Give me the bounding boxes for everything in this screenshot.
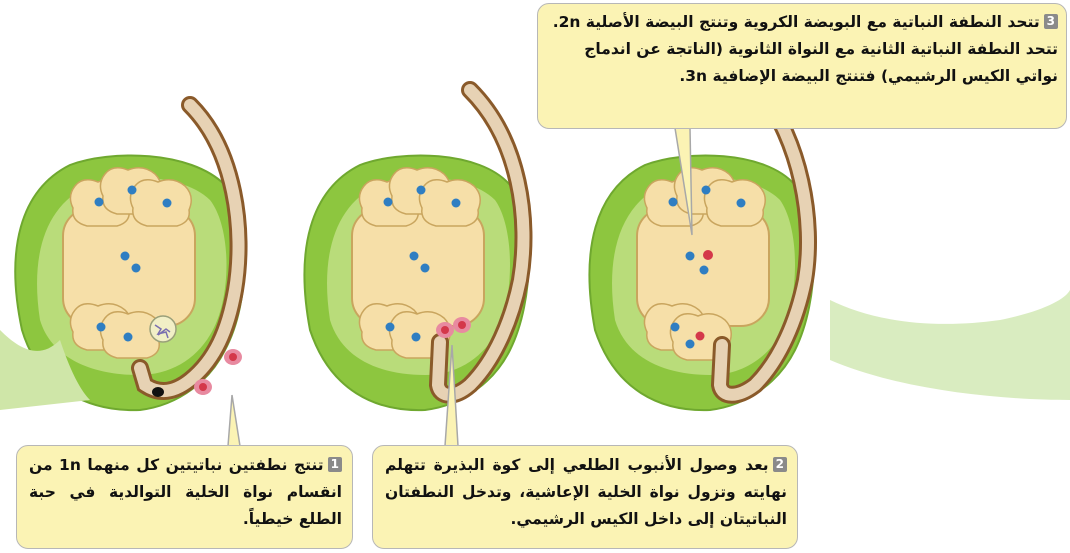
step-2-number-badge: 2 xyxy=(773,457,787,472)
ovule-3 xyxy=(589,90,1070,410)
ovule-3-right-leaf-edge xyxy=(830,290,1070,400)
ovule-2 xyxy=(304,90,528,410)
ovule-1 xyxy=(0,105,245,410)
callout-step-2: 2بعد وصول الأنبوب الطلعي إلى كوة البذيرة… xyxy=(372,445,798,549)
callout-step-3: 3تتحد النطفة النباتية مع البويضة الكروية… xyxy=(537,3,1067,129)
step-2-text: بعد وصول الأنبوب الطلعي إلى كوة البذيرة … xyxy=(385,456,787,528)
step-3-line-2: تتحد النطفة النباتية الثانية مع النواة ا… xyxy=(552,36,1058,63)
callout-step-1: 1تنتج نطفتين نباتيتين كل منهما 1n من انق… xyxy=(16,445,353,549)
step-1-text: تنتج نطفتين نباتيتين كل منهما 1n من انقس… xyxy=(29,456,342,528)
step-3-line-3: نواتي الكيس الرشيمي) فتنتج البيضة الإضاف… xyxy=(552,63,1058,90)
step-3-number-badge: 3 xyxy=(1044,14,1058,29)
step-1-number-badge: 1 xyxy=(328,457,342,472)
step-3-line-1: 3تتحد النطفة النباتية مع البويضة الكروية… xyxy=(552,9,1058,36)
